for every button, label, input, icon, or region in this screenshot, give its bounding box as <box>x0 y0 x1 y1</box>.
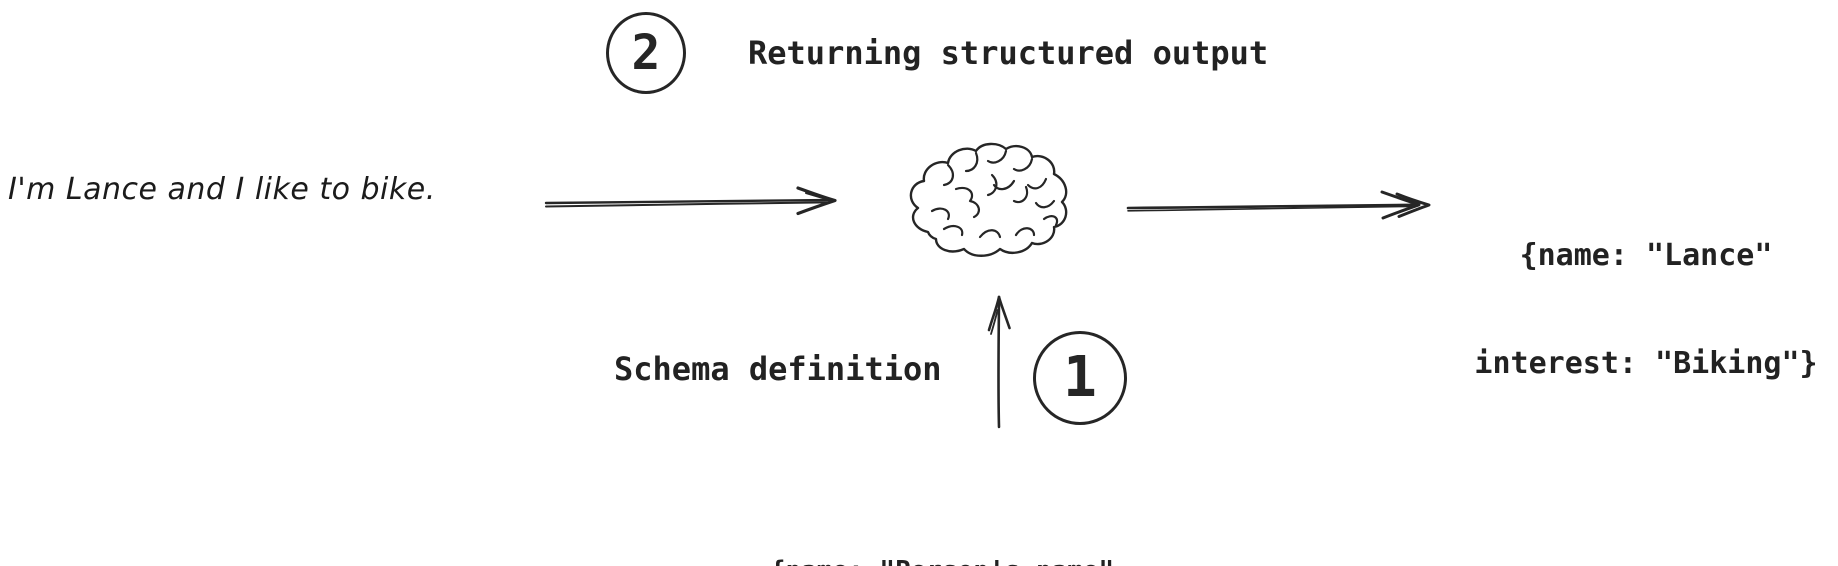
input-to-model-arrow <box>544 186 837 216</box>
output-message: {name: "Lance" interest: "Biking"} <box>1460 166 1832 454</box>
step-2-badge: 2 <box>606 12 686 94</box>
schema-line-1: {name: "Person's name" <box>640 553 1244 566</box>
step-1-badge: 1 <box>1033 331 1127 425</box>
schema-definition-text: {name: "Person's name" interest: "Person… <box>640 479 1244 566</box>
schema-to-model-arrow <box>987 295 1011 429</box>
output-line-2: interest: "Biking"} <box>1474 346 1818 381</box>
output-line-1: {name: "Lance" <box>1519 238 1773 273</box>
step-2-number: 2 <box>631 25 661 81</box>
step-1-number: 1 <box>1063 345 1097 410</box>
model-to-output-arrow <box>1126 190 1431 220</box>
brain-sketch-icon <box>909 142 1068 257</box>
schema-definition-label: Schema definition <box>614 350 942 388</box>
input-message-text: I'm Lance and I like to bike. <box>8 172 436 207</box>
diagram-title: Returning structured output <box>748 34 1269 72</box>
